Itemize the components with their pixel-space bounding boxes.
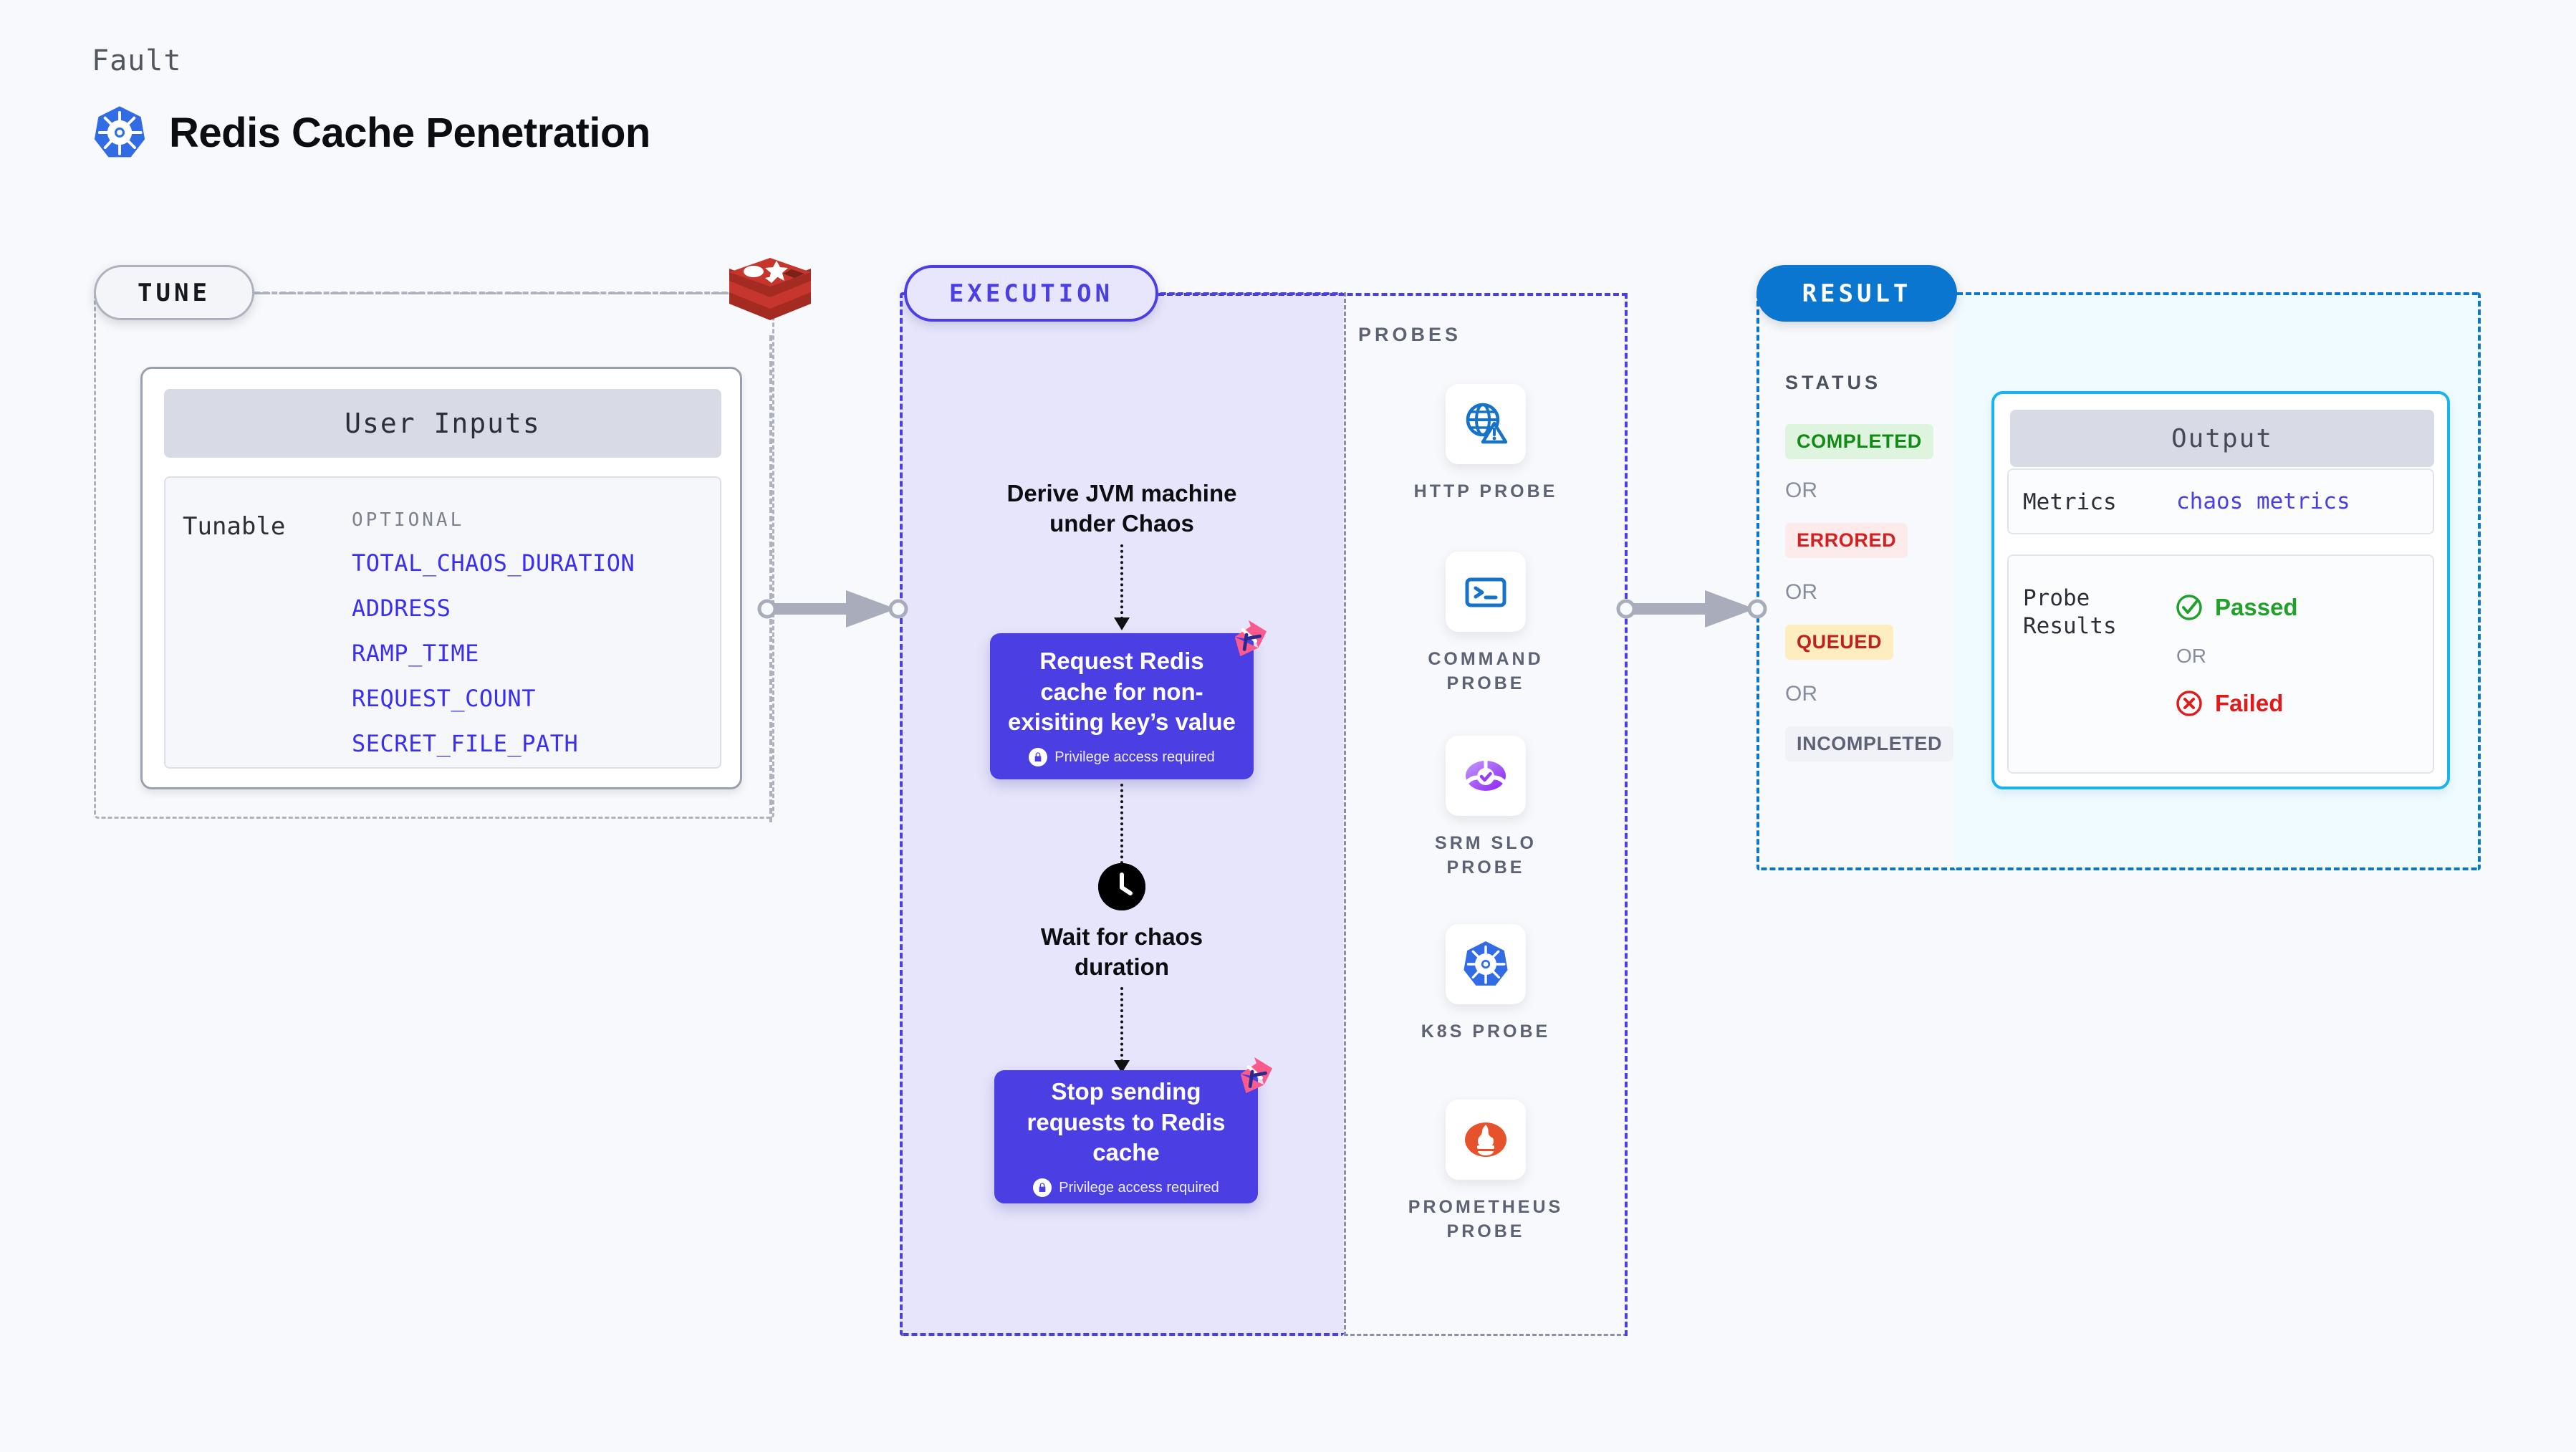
page-header: Fault: [92, 44, 650, 160]
exec-step-title: Stop sending requests to Redis cache: [1027, 1077, 1226, 1166]
output-header: Output: [2010, 410, 2434, 467]
probe-http[interactable]: HTTP PROBE: [1344, 384, 1628, 504]
or-label: OR: [1785, 682, 1817, 706]
exec-step-title: Request Redis cache for non- exisiting k…: [1008, 647, 1236, 736]
title-row: Redis Cache Penetration: [92, 105, 650, 160]
lock-icon: [1029, 748, 1048, 767]
passed-label: Passed: [2215, 594, 2298, 620]
k8s-probe-icon: [1464, 941, 1508, 986]
or-label: OR: [2176, 645, 2206, 667]
probe-label: PROMETHEUS PROBE: [1408, 1197, 1564, 1241]
probe-tile: [1446, 552, 1526, 632]
exec-step-stop-sending[interactable]: Stop sending requests to Redis cache Pri…: [994, 1070, 1258, 1203]
status-badge-queued: QUEUED: [1785, 625, 1894, 660]
fault-kicker: Fault: [92, 44, 182, 77]
prometheus-probe-icon: [1465, 1122, 1506, 1157]
metrics-key: Metrics: [2023, 489, 2117, 515]
connector-line: [1120, 987, 1123, 1062]
probe-tile: [1446, 384, 1526, 464]
probe-label: HTTP PROBE: [1413, 481, 1558, 501]
probe-tile: [1446, 1100, 1526, 1180]
execution-tag: EXECUTION: [904, 265, 1158, 322]
probe-label: SRM SLO PROBE: [1435, 833, 1537, 878]
failed-label: Failed: [2215, 690, 2284, 716]
redis-icon: [729, 258, 811, 320]
connector-line: [1120, 784, 1123, 870]
user-inputs-header: User Inputs: [164, 389, 721, 458]
page-title: Redis Cache Penetration: [169, 109, 650, 156]
tunable-box: Tunable OPTIONAL TOTAL_CHAOS_DURATION AD…: [164, 476, 721, 769]
probes-label: PROBES: [1358, 324, 1462, 345]
exec-step-request-redis[interactable]: Request Redis cache for non- exisiting k…: [990, 633, 1254, 779]
probe-label: COMMAND PROBE: [1428, 649, 1544, 693]
tunable-item[interactable]: SECRET_FILE_PATH: [352, 730, 579, 757]
right-arrow-connector: [757, 590, 908, 628]
redis-dashed-vertical: [769, 335, 772, 822]
probe-prometheus[interactable]: PROMETHEUS PROBE: [1344, 1100, 1628, 1244]
exec-step-sub-label: Privilege access required: [1054, 749, 1215, 765]
exec-step-subtext: Privilege access required: [1029, 748, 1215, 767]
probe-results-row: [2007, 554, 2434, 774]
probe-tile: [1446, 924, 1526, 1004]
status-badge-errored: ERRORED: [1785, 523, 1908, 558]
chaos-badge-icon: [1234, 620, 1267, 657]
http-probe-icon: [1466, 403, 1508, 444]
or-label: OR: [1785, 479, 1817, 502]
metrics-row: [2007, 468, 2434, 534]
probe-results-key: Probe Results: [2023, 585, 2117, 639]
right-arrow-connector: [1616, 590, 1767, 628]
exec-step-sub-label: Privilege access required: [1059, 1179, 1219, 1196]
result-tag: RESULT: [1756, 265, 1957, 322]
clock-icon: [1098, 863, 1145, 910]
probe-result-passed: Passed: [2175, 593, 2298, 622]
probe-srm-slo[interactable]: SRM SLO PROBE: [1344, 736, 1628, 880]
probes-right-border: [1625, 293, 1628, 1336]
probe-k8s[interactable]: K8S PROBE: [1344, 924, 1628, 1044]
tunable-item[interactable]: RAMP_TIME: [352, 640, 479, 667]
tunable-label: Tunable: [183, 512, 286, 541]
metrics-value[interactable]: chaos metrics: [2176, 489, 2350, 514]
command-probe-icon: [1465, 577, 1506, 607]
connector-arrowhead: [1114, 1060, 1130, 1073]
x-circle-icon: [2176, 691, 2202, 716]
check-circle-icon: [2176, 595, 2202, 620]
execution-top-dashed: [1158, 293, 1628, 296]
tunable-item[interactable]: ADDRESS: [352, 595, 451, 622]
tune-tag: TUNE: [94, 265, 254, 320]
status-badge-completed: COMPLETED: [1785, 424, 1933, 459]
probe-result-failed: Failed: [2175, 689, 2283, 718]
chaos-badge-icon: [1240, 1057, 1273, 1094]
status-label: STATUS: [1785, 372, 1881, 393]
user-inputs-card: User Inputs Tunable OPTIONAL TOTAL_CHAOS…: [140, 367, 742, 789]
connector-line: [1120, 544, 1123, 620]
tune-dashed-connector: [254, 292, 788, 294]
exec-step-wait-chaos: Wait for chaos duration: [1040, 923, 1203, 981]
connector-arrowhead: [1114, 617, 1130, 630]
kubernetes-icon: [94, 106, 145, 158]
srm-slo-probe-icon: [1464, 757, 1507, 791]
exec-step-derive-jvm: Derive JVM machine under Chaos: [1006, 480, 1237, 537]
optional-label: OPTIONAL: [352, 509, 465, 531]
probe-tile: [1446, 736, 1526, 816]
probe-label: K8S PROBE: [1421, 1021, 1551, 1042]
tunable-item[interactable]: REQUEST_COUNT: [352, 685, 536, 712]
exec-step-subtext: Privilege access required: [1033, 1178, 1219, 1198]
status-badge-incompleted: INCOMPLETED: [1785, 726, 1954, 761]
tunable-list: OPTIONAL TOTAL_CHAOS_DURATION ADDRESS RA…: [352, 509, 635, 775]
probe-command[interactable]: COMMAND PROBE: [1344, 552, 1628, 696]
tunable-item[interactable]: TOTAL_CHAOS_DURATION: [352, 549, 635, 577]
or-label: OR: [1785, 580, 1817, 604]
lock-icon: [1033, 1178, 1052, 1198]
